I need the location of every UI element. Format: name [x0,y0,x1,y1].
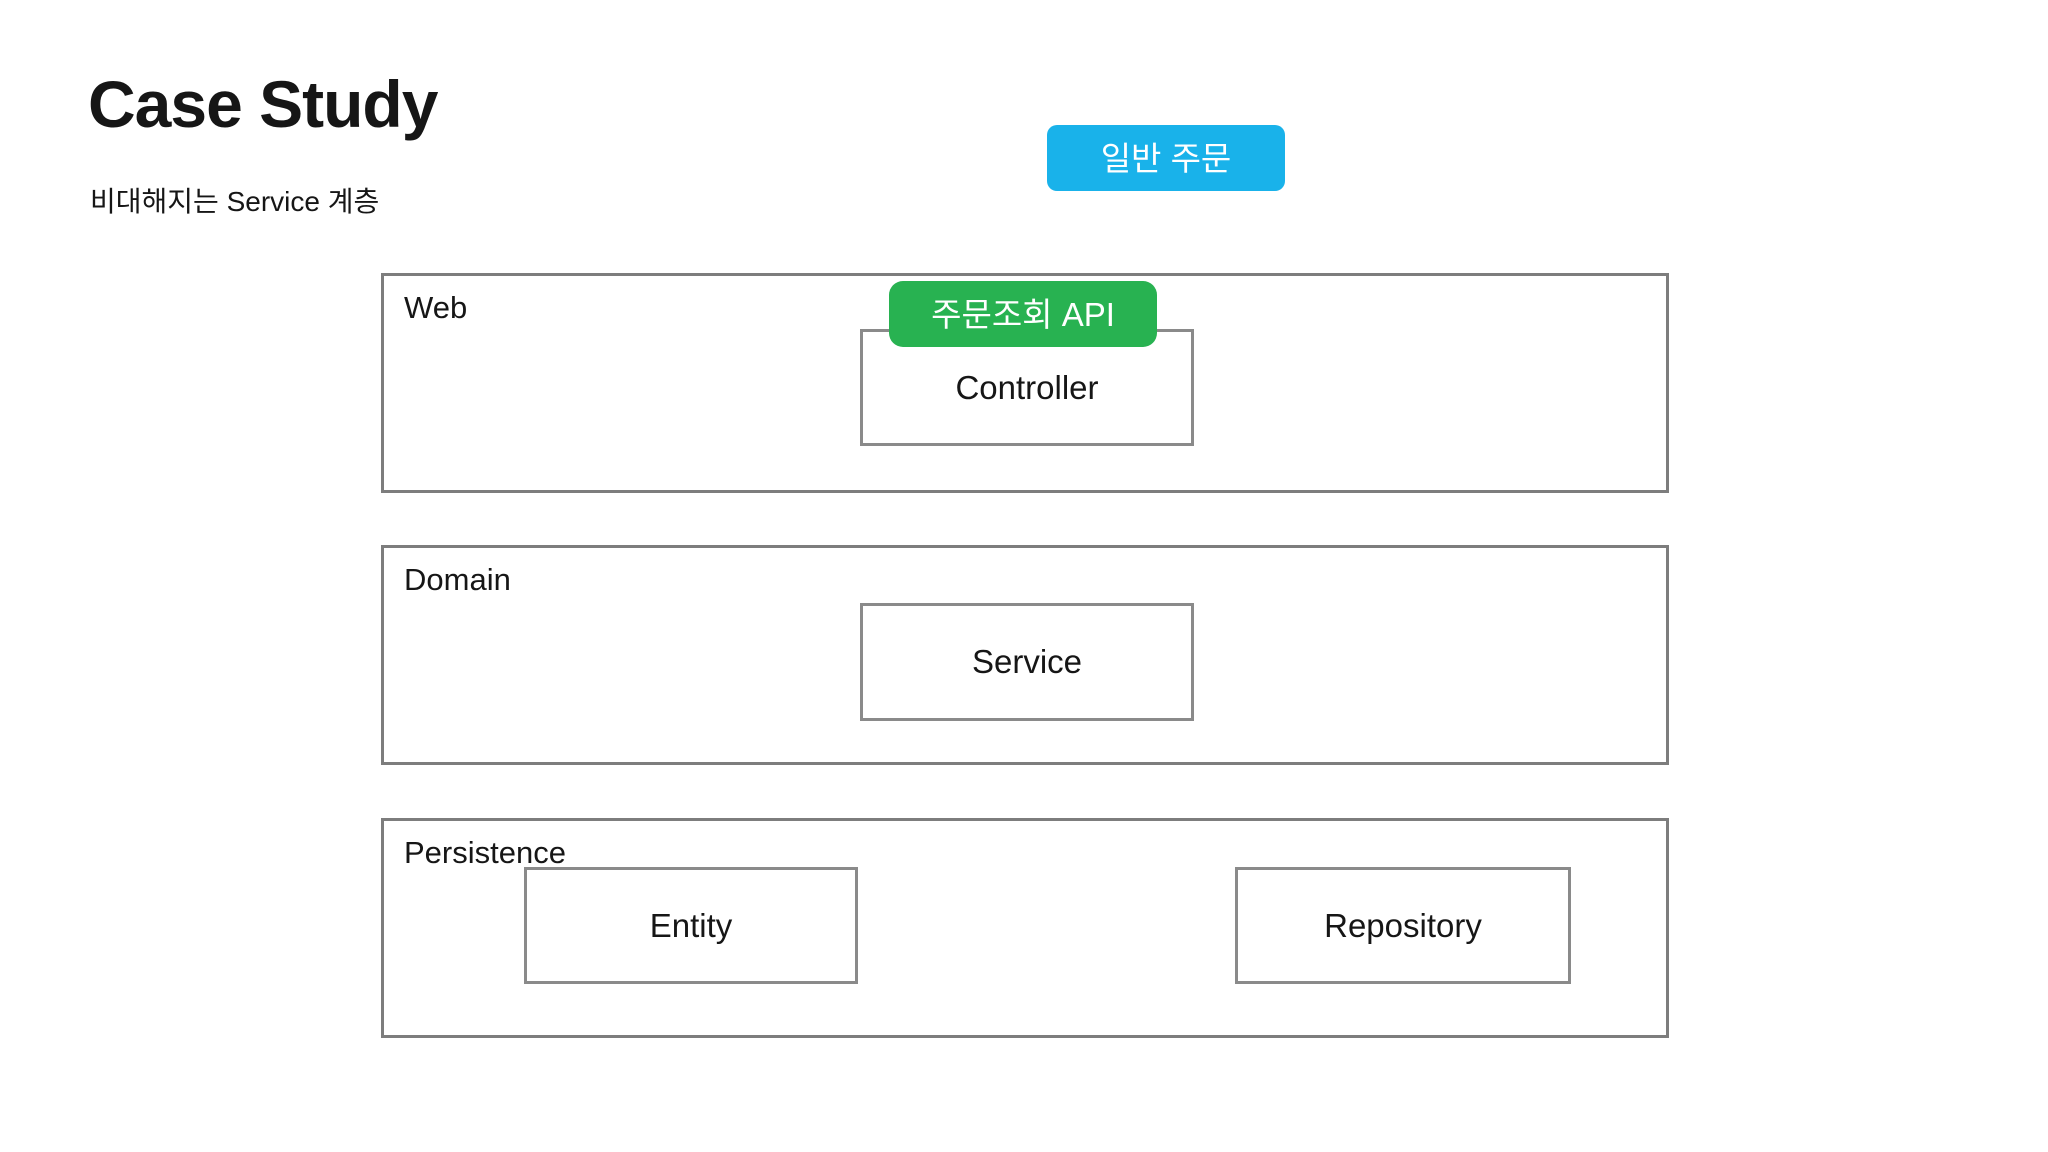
component-repository: Repository [1235,867,1571,984]
layer-persistence-label: Persistence [404,835,566,870]
layer-web-label: Web [404,290,468,325]
page-subtitle: 비대해지는 Service 계층 [90,186,380,217]
component-service-label: Service [971,643,1083,680]
component-controller-label: Controller [955,368,1099,406]
component-entity: Entity [524,867,858,984]
badge-order-api: 주문조회 API [889,281,1157,347]
badge-general-order: 일반 주문 [1047,125,1285,191]
layer-persistence: Persistence Entity Repository [381,818,1669,1038]
layer-domain: Domain Service [381,545,1669,765]
component-service: Service [860,603,1194,721]
component-controller: Controller [860,329,1194,446]
page-title: Case Study [88,67,438,141]
component-repository-label: Repository [1324,906,1482,944]
layer-domain-label: Domain [404,562,511,597]
component-entity-label: Entity [649,906,733,944]
